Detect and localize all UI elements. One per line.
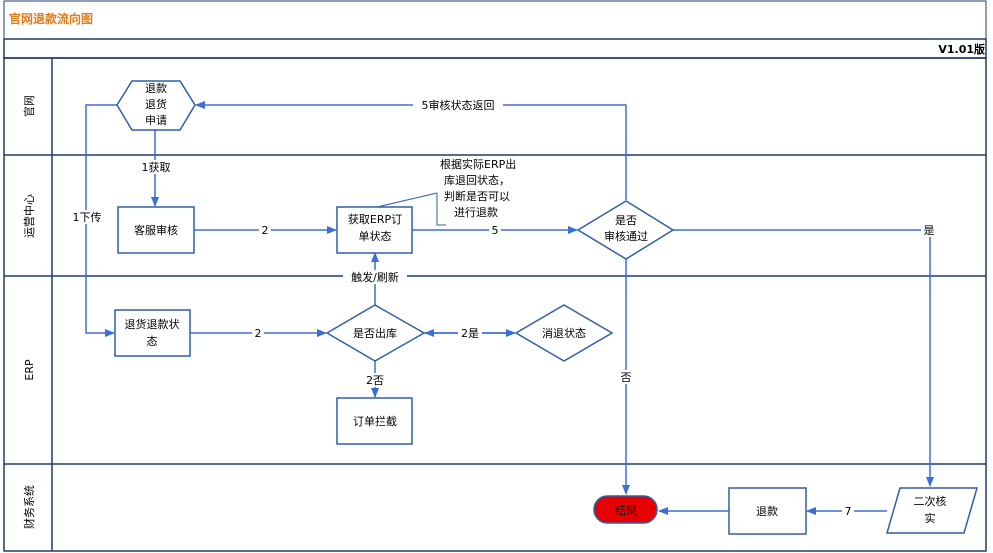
edge-label-trigger: 触发/刷新 <box>351 270 399 284</box>
edge-label-no: 否 <box>621 371 632 384</box>
note-bracket <box>436 193 446 226</box>
cs-review-node <box>117 206 195 254</box>
note-text-line1: 根据实际ERP出 <box>440 157 516 171</box>
lane-label-finance: 财务系统 <box>22 485 36 529</box>
end-label: 结果 <box>615 504 637 517</box>
edge-label-7: 7 <box>845 505 852 518</box>
approval-label-1: 是否 <box>615 214 637 227</box>
cs-review-label: 客服审核 <box>134 223 178 237</box>
title-bar <box>3 0 987 40</box>
refund-label: 退款 <box>756 504 778 518</box>
second-check-label-2: 实 <box>925 511 936 525</box>
edge-label-5: 5 <box>492 224 499 237</box>
edge-label-fetch: 1获取 <box>142 161 171 174</box>
edge-label-2-yes: 2是 <box>461 327 479 340</box>
lane-label-website: 官网 <box>22 95 36 117</box>
note-text-line2: 库退回状态， <box>444 173 510 187</box>
second-check-label-1: 二次核 <box>914 494 947 508</box>
order-intercept-label: 订单拦截 <box>353 414 397 428</box>
refund-node <box>728 487 807 535</box>
fetch-erp-label-2: 单状态 <box>359 229 392 243</box>
note-text-line3: 判断是否可以 <box>444 189 510 203</box>
order-intercept-node <box>336 397 413 445</box>
refund-request-label-2: 退货 <box>145 97 167 111</box>
return-status-node <box>114 309 191 357</box>
second-check-node <box>886 487 978 534</box>
approval-label-2: 审核通过 <box>604 229 648 243</box>
approval-decision-node <box>576 200 675 260</box>
refund-request-label-3: 申请 <box>145 114 167 127</box>
edge-approved-yes <box>673 229 934 487</box>
edge-label-yes: 是 <box>924 224 935 237</box>
edge-label-audit-return: 5审核状态返回 <box>422 98 495 112</box>
note-text-line4: 进行退款 <box>454 205 498 219</box>
end-node <box>593 495 658 524</box>
swimlane-frame <box>3 57 987 552</box>
edge-label-2-mid: 2 <box>255 327 262 340</box>
lane-label-operations: 运营中心 <box>22 194 36 238</box>
fetch-erp-node <box>336 206 413 254</box>
edge-label-2-no: 2否 <box>366 374 384 387</box>
refund-request-label-1: 退款 <box>145 81 167 95</box>
shipped-label: 是否出库 <box>353 326 397 340</box>
diagram-title: 官网退款流向图 <box>9 11 93 26</box>
return-status-label-1: 退货退款状 <box>125 317 180 331</box>
cancel-return-label: 消退状态 <box>542 326 586 340</box>
refund-request-node <box>116 80 196 131</box>
note-connector <box>376 192 438 208</box>
version-label: V1.01版 <box>938 42 985 56</box>
fetch-erp-label-1: 获取ERP订 <box>348 213 402 226</box>
shipped-decision-node <box>325 304 426 362</box>
return-status-label-2: 态 <box>147 335 158 348</box>
edge-audit-return <box>195 101 627 200</box>
version-bar <box>3 38 987 59</box>
cancel-return-node <box>514 304 614 362</box>
edge-label-2-top: 2 <box>262 224 269 237</box>
lane-label-erp: ERP <box>23 359 36 381</box>
edge-label-upload: 1下传 <box>73 211 102 224</box>
